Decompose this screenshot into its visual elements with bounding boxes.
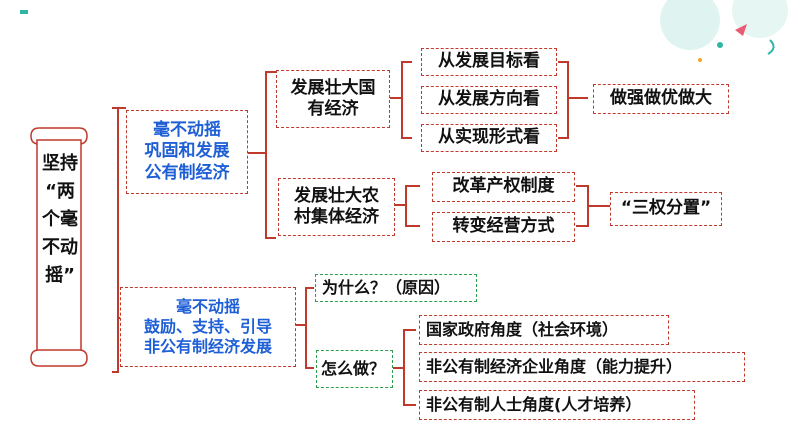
branch-public-node: 毫不动摇 巩固和发展 公有制经济 bbox=[126, 110, 248, 194]
collective-economy-line: 村集体经济 bbox=[294, 207, 379, 227]
collective-economy-line: 发展壮大农 bbox=[294, 185, 379, 206]
root-line: 个毫 bbox=[42, 208, 78, 230]
state-economy-line: 发展壮大国 bbox=[290, 77, 376, 98]
how-item: 非公有制经济企业角度（能力提升） bbox=[419, 352, 745, 382]
root-line: “两 bbox=[45, 180, 75, 202]
collective-item: 改革产权制度 bbox=[432, 172, 575, 202]
state-bracket bbox=[401, 61, 412, 139]
state-perspective-item: 从发展方向看 bbox=[421, 86, 557, 114]
decor-dot bbox=[698, 58, 702, 62]
root-line: 不动 bbox=[42, 236, 78, 258]
branch-public-line: 毫不动摇 bbox=[153, 120, 221, 141]
decor-dash bbox=[20, 10, 28, 14]
root-line: 摇” bbox=[45, 264, 75, 286]
collective-result-node: “三权分置” bbox=[610, 192, 722, 226]
root-node: 坚持 “两 个毫 不动 摇” bbox=[38, 150, 82, 289]
root-bracket bbox=[112, 107, 119, 373]
state-right-bracket bbox=[558, 61, 569, 139]
state-economy-line: 有经济 bbox=[307, 99, 359, 119]
state-perspective-item: 从实现形式看 bbox=[421, 124, 557, 152]
state-result-node: 做强做优做大 bbox=[593, 84, 729, 114]
collective-right-bracket bbox=[576, 185, 589, 227]
branch-public-line: 巩固和发展 bbox=[144, 141, 230, 162]
branch-public-line: 公有制经济 bbox=[144, 162, 230, 183]
decor-curl bbox=[767, 39, 775, 55]
root-scroll-shape bbox=[30, 127, 88, 367]
nonpublic-bracket bbox=[305, 287, 314, 369]
how-item: 非公有制人士角度(人才培养） bbox=[419, 390, 695, 420]
state-perspective-item: 从发展目标看 bbox=[421, 48, 557, 76]
how-bracket bbox=[403, 329, 416, 406]
collective-item: 转变经营方式 bbox=[432, 212, 575, 242]
why-node: 为什么？（原因） bbox=[315, 274, 477, 302]
root-line: 坚持 bbox=[42, 153, 78, 174]
branch-nonpublic-line: 非公有制经济发展 bbox=[143, 337, 272, 356]
state-economy-node: 发展壮大国 有经济 bbox=[276, 70, 390, 128]
decor-blob bbox=[732, 0, 788, 38]
how-item: 国家政府角度（社会环境） bbox=[419, 315, 669, 345]
collective-economy-node: 发展壮大农 村集体经济 bbox=[278, 178, 395, 236]
branch-nonpublic-line: 鼓励、支持、引导 bbox=[143, 317, 272, 336]
branch-nonpublic-line: 毫不动摇 bbox=[175, 297, 240, 316]
branch-nonpublic-node: 毫不动摇 鼓励、支持、引导 非公有制经济发展 bbox=[120, 287, 296, 367]
paper-plane-icon bbox=[735, 24, 747, 36]
decor-dot bbox=[717, 42, 723, 48]
decor-blob bbox=[660, 0, 720, 50]
how-node: 怎么做？ bbox=[316, 350, 393, 388]
collective-bracket bbox=[405, 185, 420, 227]
public-bracket bbox=[265, 71, 276, 239]
